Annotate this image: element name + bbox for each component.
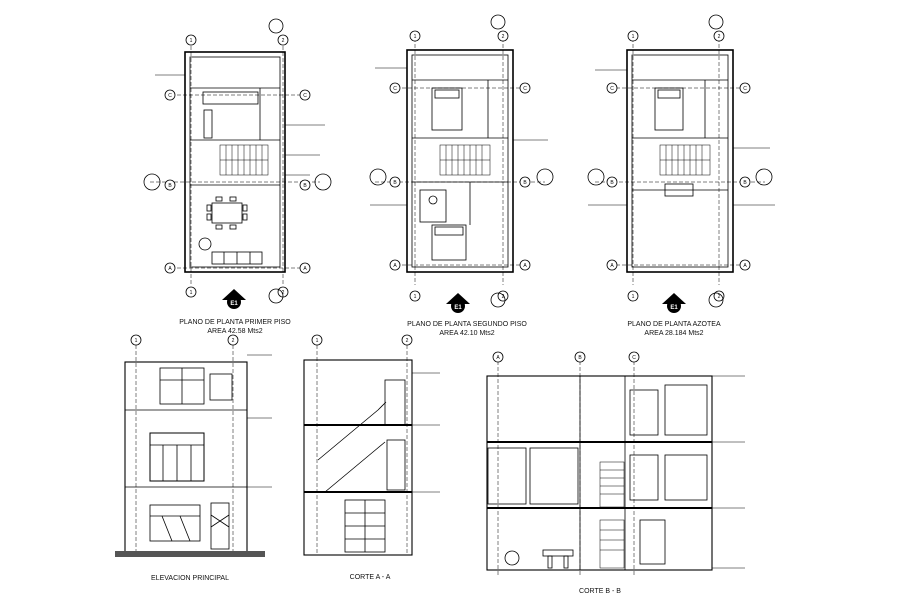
grid-axis-label: C	[523, 86, 527, 92]
grid-axis-label: C	[303, 93, 307, 99]
plan-3-title: PLANO DE PLANTA AZOTEA	[627, 321, 721, 328]
grid-axis-label: B	[303, 183, 307, 189]
grid-bubbles-section-b	[492, 351, 640, 363]
grid-axis-label: 1	[414, 34, 417, 40]
grid-axis-label: 1	[135, 338, 138, 344]
marker-label: E1	[670, 305, 678, 311]
grid-axis-label: B	[743, 180, 747, 186]
grid-axis-label: A	[743, 263, 747, 269]
marker-label: E1	[230, 301, 238, 307]
floor-plan-second	[370, 38, 548, 285]
grid-axis-label: A	[393, 263, 397, 269]
grid-axis-label: B	[523, 180, 527, 186]
grid-axis-label: B	[610, 180, 614, 186]
grid-axis-label: 2	[406, 338, 409, 344]
floor-plan-roof	[588, 38, 775, 285]
grid-axis-label: 1	[632, 34, 635, 40]
plan-3-caption: PLANO DE PLANTA AZOTEA AREA 28.184 Mts2	[594, 320, 754, 338]
grid-axis-label: C	[168, 93, 172, 99]
grid-axis-label: 1	[414, 294, 417, 300]
floor-plan-first	[150, 40, 325, 285]
marker-label: E1	[454, 305, 462, 311]
grid-axis-label: B	[393, 180, 397, 186]
grid-axis-label: 2	[502, 34, 505, 40]
grid-axis-label: 1	[316, 338, 319, 344]
grid-axis-label: 2	[282, 290, 285, 296]
section-marker-plan-2: E1	[446, 293, 470, 313]
grid-axis-label: 2	[718, 294, 721, 300]
grid-axis-label: 1	[632, 294, 635, 300]
grid-axis-label: C	[743, 86, 747, 92]
plan-1-title: PLANO DE PLANTA PRIMER PISO	[179, 319, 291, 326]
plan-1-area: AREA 42.58 Mts2	[207, 328, 263, 335]
section-marker-plan-1: E1	[222, 289, 246, 309]
plan-2-caption: PLANO DE PLANTA SEGUNDO PISO AREA 42.10 …	[382, 320, 552, 338]
section-b-caption: CORTE B - B	[579, 588, 621, 595]
grid-bubbles-plan-2	[369, 14, 554, 308]
front-elevation	[124, 345, 272, 555]
grid-axis-label: A	[303, 266, 307, 272]
grid-bubbles-plan-3	[587, 14, 773, 308]
grid-axis-label: C	[393, 86, 397, 92]
section-a-a	[303, 345, 440, 556]
grid-axis-label: 1	[190, 290, 193, 296]
plan-2-area: AREA 42.10 Mts2	[439, 330, 495, 337]
grid-axis-label: C	[632, 355, 636, 361]
grid-axis-label: A	[168, 266, 172, 272]
grid-axis-label: 2	[502, 294, 505, 300]
grid-axis-label: A	[496, 355, 500, 361]
grid-bubbles-elevation	[130, 334, 239, 346]
plan-2-title: PLANO DE PLANTA SEGUNDO PISO	[407, 321, 527, 328]
ground-hatch	[115, 551, 265, 557]
section-b-b	[486, 355, 745, 575]
grid-axis-label: 2	[232, 338, 235, 344]
section-a-caption: CORTE A - A	[349, 574, 391, 581]
grid-axis-label: A	[523, 263, 527, 269]
grid-axis-label: B	[578, 355, 582, 361]
grid-axis-label: 2	[282, 38, 285, 44]
front-elevation-caption: ELEVACION PRINCIPAL	[151, 575, 229, 582]
plan-3-area: AREA 28.184 Mts2	[644, 330, 704, 337]
grid-bubbles-plan-1	[143, 18, 332, 304]
grid-axis-label: C	[610, 86, 614, 92]
grid-axis-label: B	[168, 183, 172, 189]
grid-axis-label: A	[610, 263, 614, 269]
grid-axis-label: 2	[718, 34, 721, 40]
plan-1-caption: PLANO DE PLANTA PRIMER PISO AREA 42.58 M…	[150, 318, 320, 336]
grid-axis-label: 1	[190, 38, 193, 44]
section-marker-plan-3: E1	[662, 293, 686, 313]
